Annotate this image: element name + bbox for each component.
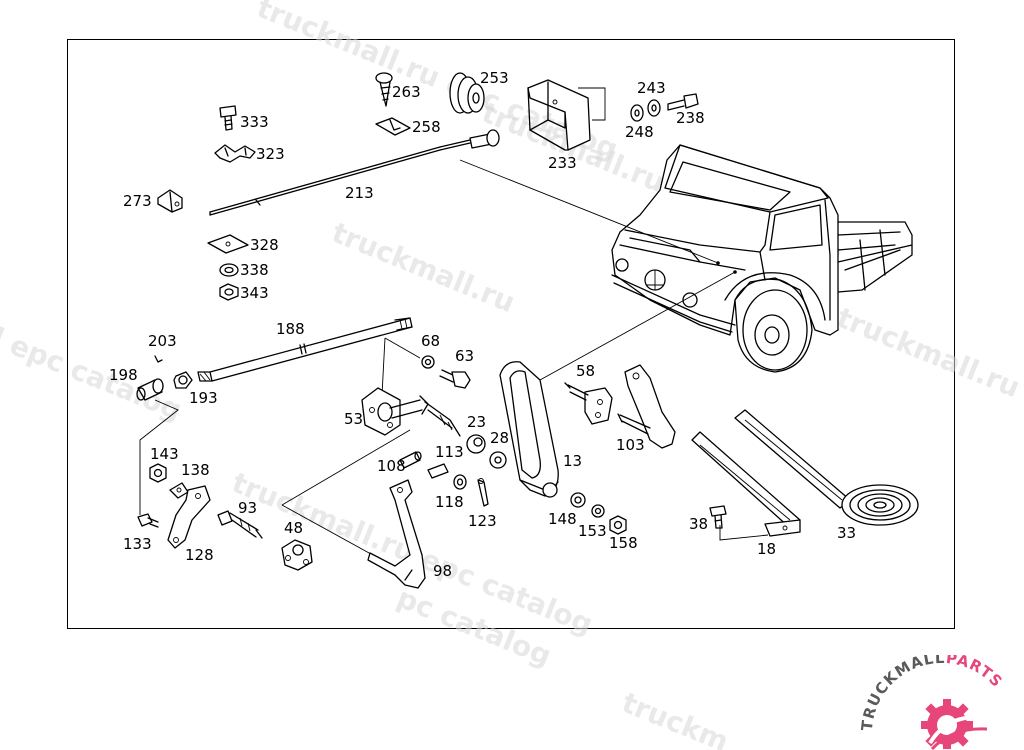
part-label: 333 (240, 113, 269, 131)
part-label: 103 (616, 436, 645, 454)
washer-153-icon (591, 504, 605, 518)
watermark-fragment: truckmall.ru e (832, 301, 1024, 415)
bolt-63-icon (439, 369, 471, 389)
part-label: 23 (467, 413, 486, 431)
nut-158-icon (609, 515, 627, 535)
part-label: 188 (276, 320, 305, 338)
part-label: 123 (468, 512, 497, 530)
part-label: 238 (676, 109, 705, 127)
nut-193-icon (173, 371, 193, 389)
part-label: 323 (256, 145, 285, 163)
washer-28-icon (489, 451, 507, 469)
pin-108-icon (399, 451, 422, 469)
spring-washer-338-icon (219, 263, 239, 277)
part-label: 138 (181, 461, 210, 479)
pin-118-icon (427, 463, 467, 490)
washer-248-icon (630, 104, 644, 122)
bolt-238-icon (667, 93, 699, 111)
clip-273-icon (157, 189, 183, 213)
part-label: 273 (123, 192, 152, 210)
pedal-lever-13-icon (499, 361, 559, 498)
part-label: 253 (480, 69, 509, 87)
lever-53-icon (361, 387, 461, 437)
watermark-fragment: truckmall.ru (327, 216, 519, 319)
cable-213-icon (209, 129, 500, 216)
bushing-23-icon (466, 434, 486, 454)
logo-text-accent: PARTS (945, 655, 1006, 691)
part-label: 53 (344, 410, 363, 428)
part-label: 48 (284, 519, 303, 537)
cotter-pin-123-icon (477, 478, 489, 507)
pulley-253-icon (449, 72, 485, 114)
bracket-58-icon (564, 382, 613, 425)
part-label: 248 (625, 123, 654, 141)
part-label: 243 (637, 79, 666, 97)
part-label: 118 (435, 493, 464, 511)
part-labels: 263 253 243 333 258 248 238 323 233 213 … (109, 69, 856, 580)
screw-263-icon (375, 72, 393, 107)
truck-illustration (611, 144, 913, 373)
screw-38-icon (709, 505, 727, 529)
part-label: 28 (490, 429, 509, 447)
part-label: 13 (563, 452, 582, 470)
part-label: 193 (189, 389, 218, 407)
part-label: 263 (392, 83, 421, 101)
part-label: 38 (689, 515, 708, 533)
truckmall-logo: TRUCKMALLPARTS (858, 655, 1006, 750)
part-label: 343 (240, 284, 269, 302)
parts-drawings (136, 72, 919, 589)
bracket-233-icon (527, 79, 591, 151)
washer-148-icon (570, 492, 586, 508)
sleeve-198-icon (136, 378, 164, 401)
part-label: 233 (548, 154, 577, 172)
bracket-48-icon (281, 539, 313, 571)
watermark-fragment: truckm (617, 686, 733, 750)
part-label: 33 (837, 524, 856, 542)
part-label: 328 (250, 236, 279, 254)
clamp-323-icon (214, 144, 256, 163)
washer-243-icon (647, 99, 661, 117)
part-label: 158 (609, 534, 638, 552)
pedal-18-icon (691, 431, 801, 537)
rod-98-icon (367, 479, 426, 589)
part-label: 68 (421, 332, 440, 350)
part-label: 128 (185, 546, 214, 564)
part-label: 338 (240, 261, 269, 279)
nut-143-icon (149, 463, 167, 483)
screw-333-icon (219, 105, 237, 131)
part-label: 258 (412, 118, 441, 136)
part-label: 198 (109, 366, 138, 384)
part-label: 113 (435, 443, 464, 461)
part-label: 108 (377, 457, 406, 475)
part-label: 148 (548, 510, 577, 528)
part-label: 153 (578, 522, 607, 540)
part-label: 63 (455, 347, 474, 365)
rod-188-icon (197, 317, 413, 382)
clip-203-icon (154, 355, 163, 363)
part-label: 58 (576, 362, 595, 380)
bracket-128-icon (167, 485, 211, 549)
part-label: 143 (150, 445, 179, 463)
circlip-68-icon (421, 355, 435, 369)
part-label: 133 (123, 535, 152, 553)
clip-258-icon (375, 117, 411, 136)
lever-103-icon (617, 364, 676, 449)
part-label: 18 (757, 540, 776, 558)
pin-93-icon (217, 510, 263, 539)
part-label: 203 (148, 332, 177, 350)
part-label: 93 (238, 499, 257, 517)
gear-icon (921, 699, 988, 750)
screw-133-icon (137, 513, 159, 528)
clip-138-icon (169, 482, 189, 499)
plate-328-icon (207, 234, 249, 254)
nut-343-icon (219, 283, 239, 301)
leader-lines (139, 87, 769, 571)
part-label: 213 (345, 184, 374, 202)
part-label: 98 (433, 562, 452, 580)
mat-33-icon (734, 409, 919, 526)
